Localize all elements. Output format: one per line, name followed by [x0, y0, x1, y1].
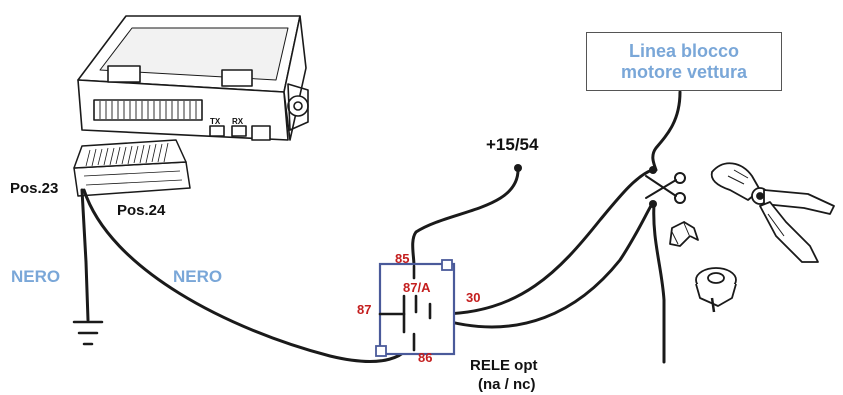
supply-terminal-dot — [514, 164, 522, 172]
wire-pos23-ground — [80, 188, 90, 322]
engine-line-text-1: Linea blocco — [628, 40, 740, 61]
relay-title-2: (na / nc) — [478, 376, 536, 393]
pin-87-label: 87 — [357, 302, 372, 317]
wire-tap-icon — [695, 267, 737, 313]
pos24-label: Pos.24 — [117, 202, 166, 219]
rx-label: RX — [232, 117, 244, 126]
wire-engine-line-top — [651, 90, 682, 172]
nero-label-mid: NERO — [173, 267, 223, 286]
relay-symbol — [375, 259, 456, 357]
crimping-pliers-icon — [710, 162, 835, 263]
wire-relay87a-cut — [438, 168, 654, 316]
scissors-icon — [645, 172, 686, 204]
pin-85-label: 85 — [395, 251, 410, 266]
engine-line-text-2: motore vettura — [620, 61, 748, 82]
wire-pos24-relay86 — [82, 188, 416, 363]
wires — [80, 90, 682, 364]
wire-supply-relay85 — [411, 166, 520, 268]
pin-30-label: 30 — [466, 290, 481, 305]
relay-title-1: RELE opt — [470, 357, 538, 374]
cut-point-bottom — [649, 200, 657, 208]
wire-engine-line-bottom — [652, 202, 666, 364]
pin-87a-label: 87/A — [403, 280, 431, 295]
control-unit-module — [77, 15, 309, 141]
wire-relay30-cut — [434, 202, 654, 329]
nero-label-left: NERO — [11, 267, 61, 286]
cut-point-top — [649, 166, 657, 174]
splice-clip-icon — [669, 221, 699, 247]
pin-86-label: 86 — [418, 350, 433, 365]
supply-label: +15/54 — [486, 135, 539, 154]
wiring-connector — [73, 139, 191, 197]
pos23-label: Pos.23 — [10, 180, 59, 197]
ground-icon — [72, 320, 104, 346]
engine-block-line-box: Linea blocco motore vettura — [586, 32, 782, 91]
tx-label: TX — [210, 117, 221, 126]
